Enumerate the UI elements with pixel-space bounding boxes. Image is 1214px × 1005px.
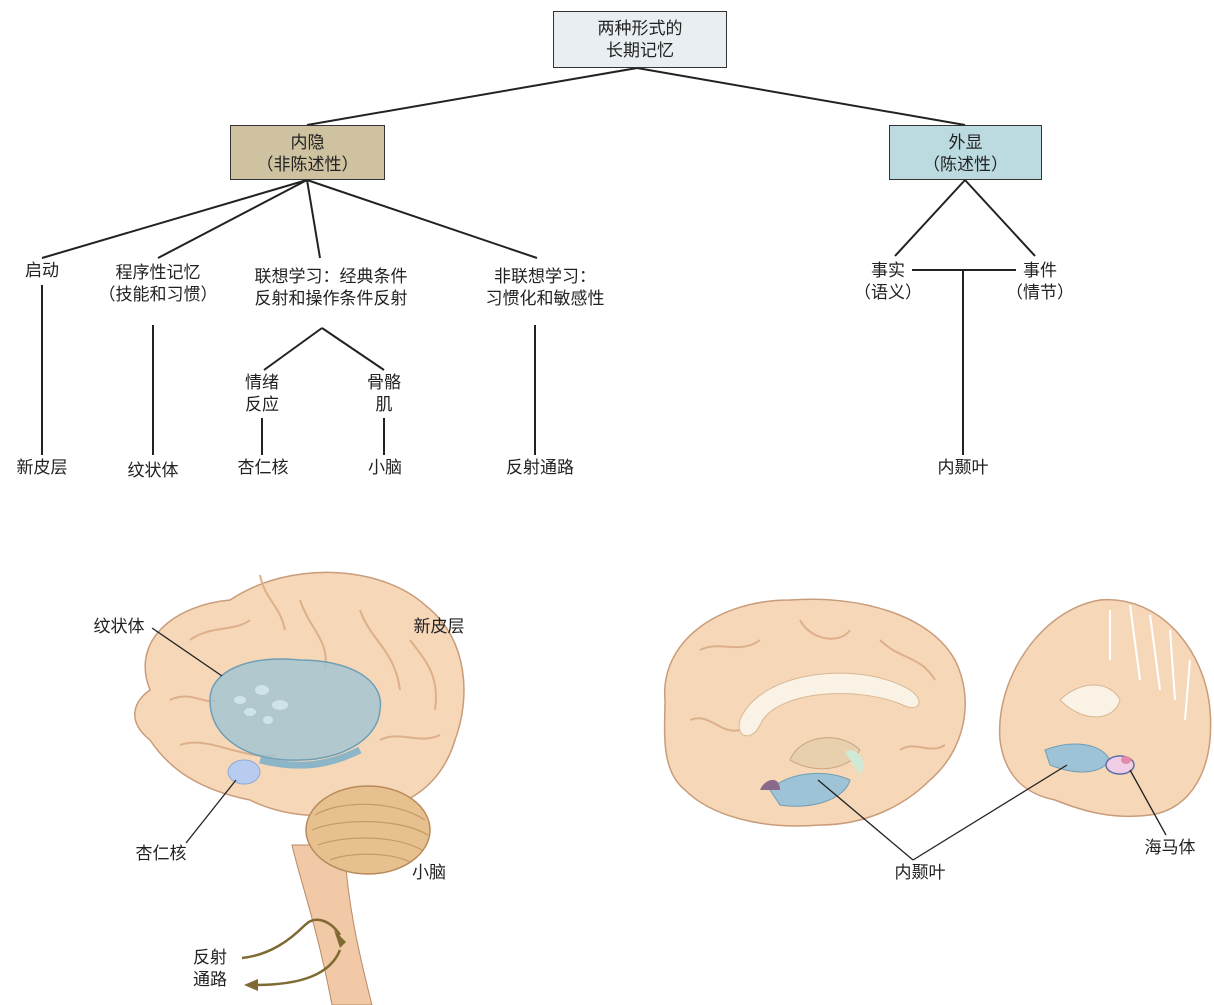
root-line1: 两种形式的 — [554, 18, 726, 40]
brain-label-medial-temporal: 内颞叶 — [880, 862, 960, 884]
skeletal-muscle-label: 骨骼 肌 — [354, 372, 414, 416]
brain-label-neocortex: 新皮层 — [404, 616, 474, 638]
brain-label-reflex-pathway: 反射 通路 — [185, 947, 235, 991]
implicit-line1: 内隐 — [231, 132, 384, 154]
region-neocortex: 新皮层 — [2, 457, 82, 479]
region-reflex-pathway: 反射通路 — [490, 457, 590, 479]
episodic-label: 事件 （情节） — [1000, 260, 1080, 304]
explicit-line2: （陈述性） — [890, 154, 1041, 176]
brain-label-amygdala: 杏仁核 — [126, 843, 196, 865]
implicit-line2: （非陈述性） — [231, 154, 384, 176]
brain-label-cerebellum: 小脑 — [404, 862, 454, 884]
explicit-line1: 外显 — [890, 132, 1041, 154]
brain-label-hippocampus: 海马体 — [1130, 837, 1210, 859]
nonassociative-label: 非联想学习： 习惯化和敏感性 — [470, 266, 620, 310]
procedural-label: 程序性记忆 （技能和习惯） — [98, 262, 218, 306]
associative-label: 联想学习：经典条件 反射和操作条件反射 — [236, 266, 426, 310]
region-amygdala: 杏仁核 — [218, 457, 308, 479]
region-cerebellum: 小脑 — [350, 457, 420, 479]
region-striatum: 纹状体 — [113, 460, 193, 482]
root-node: 两种形式的 长期记忆 — [553, 11, 727, 68]
implicit-node: 内隐 （非陈述性） — [230, 125, 385, 180]
priming-label: 启动 — [12, 260, 72, 282]
brain-label-striatum: 纹状体 — [84, 616, 154, 638]
explicit-node: 外显 （陈述性） — [889, 125, 1042, 180]
root-line2: 长期记忆 — [554, 40, 726, 62]
medial-brain-illustration — [665, 599, 1211, 860]
emotional-response-label: 情绪 反应 — [232, 372, 292, 416]
semantic-label: 事实 （语义） — [848, 260, 928, 304]
region-medial-temporal: 内颞叶 — [923, 457, 1003, 479]
